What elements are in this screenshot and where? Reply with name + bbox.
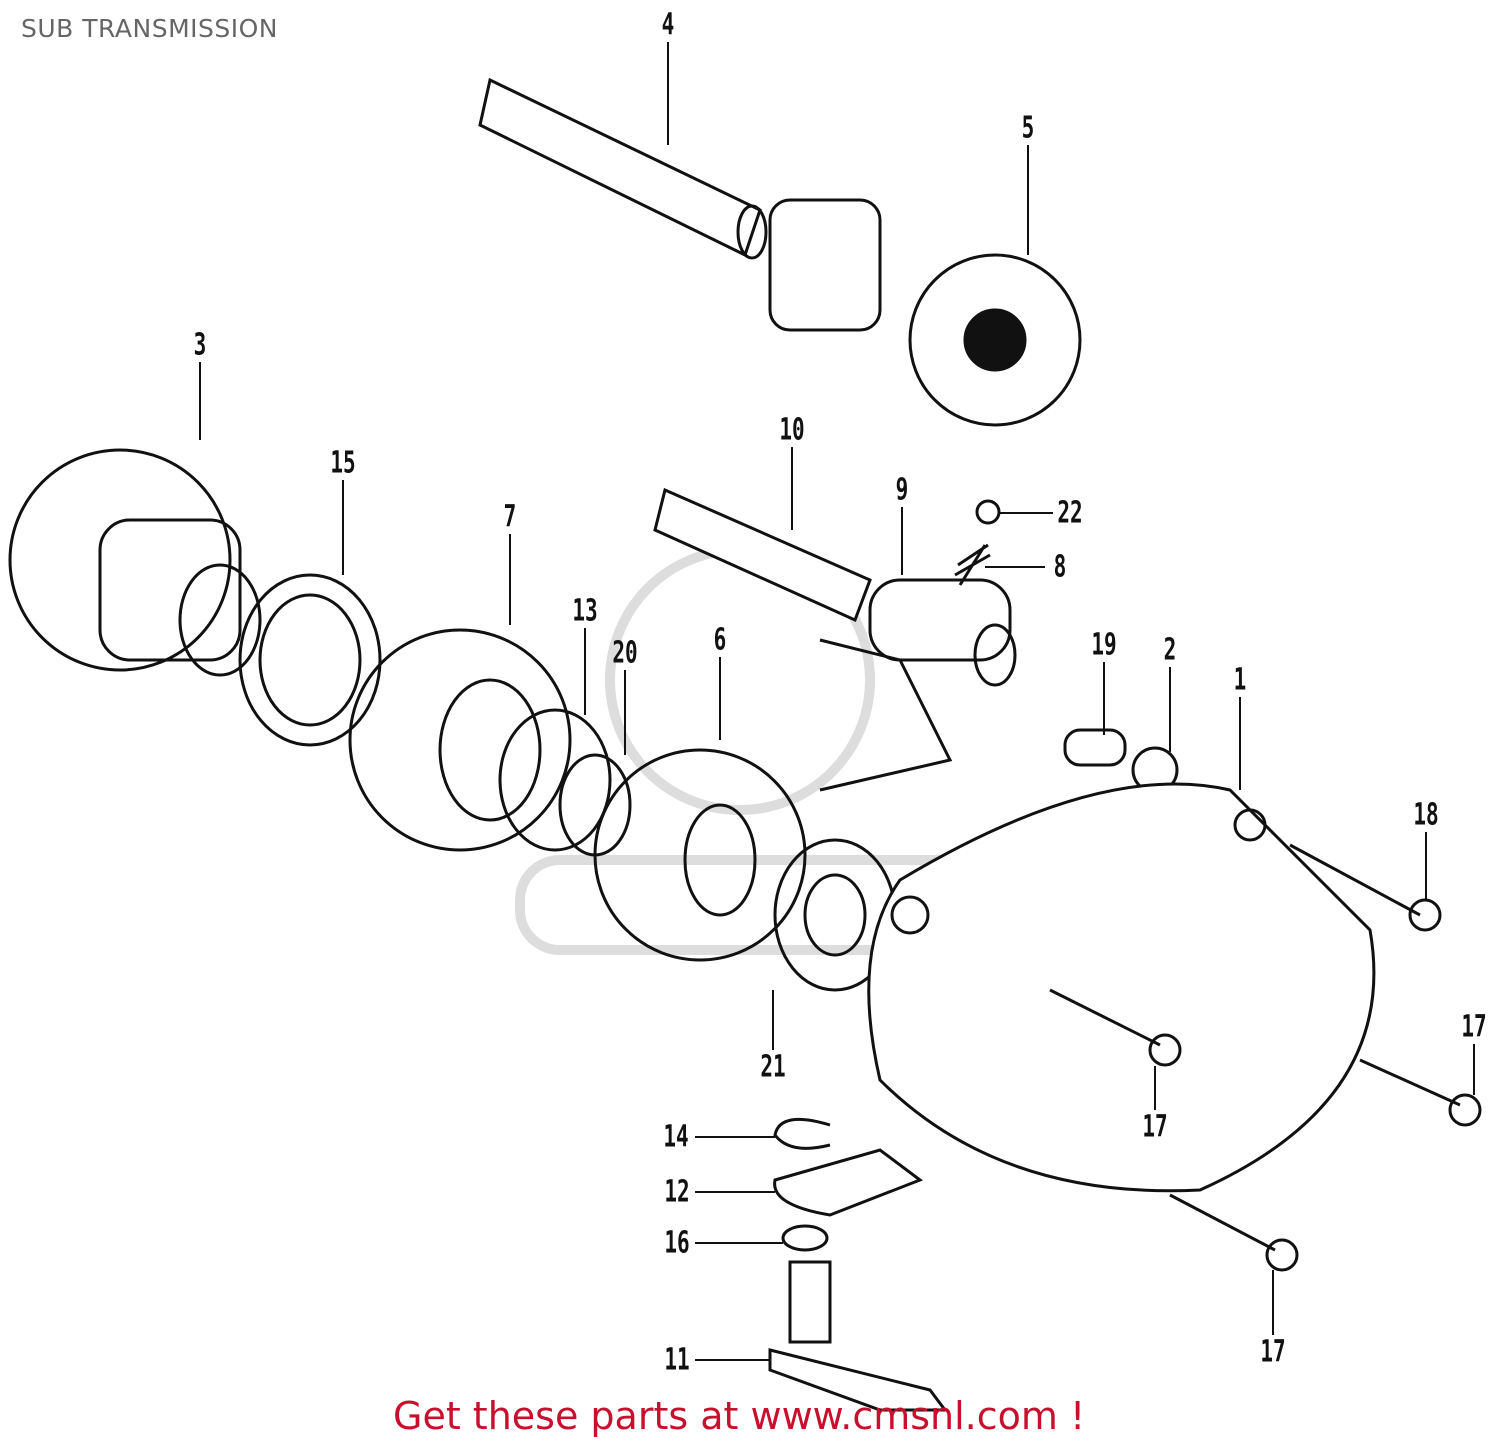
part-17-screw <box>1049 988 1182 1067</box>
callout-17: 17 <box>1142 1109 1168 1145</box>
callout-18: 18 <box>1413 797 1439 833</box>
callout-19: 19 <box>1091 627 1117 663</box>
part-6-gear <box>593 748 807 962</box>
callout-4: 4 <box>661 7 675 43</box>
callout-14: 14 <box>663 1119 689 1155</box>
callout-17: 17 <box>1461 1009 1487 1045</box>
callout-8: 8 <box>1053 549 1067 585</box>
callout-1: 1 <box>1233 662 1247 698</box>
part-22-ball <box>975 499 1001 525</box>
callout-9: 9 <box>895 472 909 508</box>
callout-22: 22 <box>1057 495 1083 531</box>
part-5-gear <box>768 198 1082 427</box>
part-16-washer <box>781 1224 829 1252</box>
callout-15: 15 <box>330 445 356 481</box>
callout-2: 2 <box>1163 632 1177 668</box>
part-3-sprocket <box>8 448 262 677</box>
part-11-shaft <box>768 1260 948 1412</box>
part-14-clip <box>773 1117 831 1150</box>
part-8-spring <box>954 543 991 586</box>
callout-11: 11 <box>664 1342 690 1378</box>
part-19-dowel <box>1063 728 1127 767</box>
callout-10: 10 <box>779 412 805 448</box>
leader-lines <box>199 42 1475 1361</box>
part-15-seal <box>238 573 382 747</box>
callout-16: 16 <box>664 1225 690 1261</box>
part-17-screw <box>1359 1058 1482 1127</box>
part-12-plate <box>773 1148 924 1217</box>
part-4-shaft <box>478 77 768 260</box>
callout-5: 5 <box>1021 110 1035 146</box>
callout-20: 20 <box>612 635 638 671</box>
page-title: SUB TRANSMISSION <box>21 14 278 43</box>
part-9-shift-fork <box>819 578 1017 792</box>
callout-12: 12 <box>664 1174 690 1210</box>
callout-17: 17 <box>1260 1334 1286 1370</box>
part-1-cover <box>867 782 1376 1193</box>
parts-link[interactable]: Get these parts at www.cmsnl.com ! <box>393 1394 1086 1438</box>
callout-13: 13 <box>572 593 598 629</box>
callout-7: 7 <box>503 499 517 535</box>
callout-21: 21 <box>760 1049 786 1085</box>
part-7-gear <box>348 628 572 852</box>
callout-6: 6 <box>713 622 727 658</box>
part-17-screw <box>1169 1193 1299 1272</box>
callout-3: 3 <box>193 327 207 363</box>
part-13-washer <box>498 708 612 852</box>
part-10-shaft <box>653 487 872 623</box>
